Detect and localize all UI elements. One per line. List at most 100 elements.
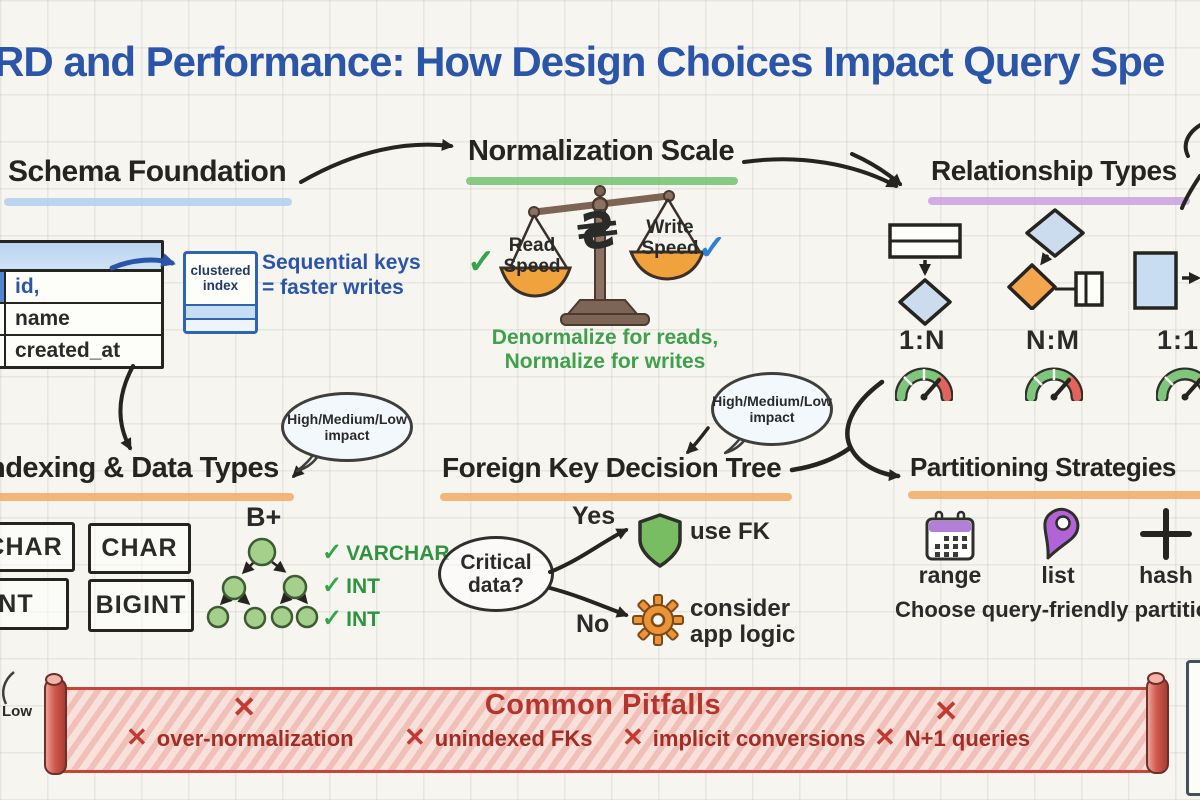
datatype-label: RCHAR — [0, 532, 63, 561]
bubble-line1: High/Medium/Low — [712, 392, 832, 409]
clustered-index-box: clustered index — [183, 251, 258, 334]
pitfall-implicit-conversions: ✕ implicit conversions — [622, 722, 866, 753]
cell-created-at: created_at — [15, 339, 121, 362]
x-icon: ✕ — [232, 692, 257, 724]
datatype-box-bigint: BIGINT — [88, 579, 194, 632]
arrow-normalization-to-relationships — [742, 157, 899, 188]
pitfall-unindexed-fks: ✕ unindexed FKs — [404, 722, 592, 753]
clustered-index-line2: index — [202, 278, 239, 293]
arrow-schema-to-normalization — [299, 138, 454, 184]
check-int-2: ✓INT — [322, 604, 380, 633]
hash-plus-icon — [1140, 508, 1192, 560]
check-label: VARCHAR — [346, 542, 450, 565]
x-icon: ✕ — [874, 722, 896, 752]
underline-foreign-key — [440, 493, 792, 501]
arrow-fk-to-partitioning — [789, 379, 901, 482]
underline-indexing — [0, 493, 294, 501]
datatype-label: BIGINT — [95, 591, 187, 619]
pitfall-label: N+1 queries — [904, 726, 1031, 751]
partitioning-caption: Choose query-friendly partition k — [895, 597, 1200, 622]
range-label: range — [918, 562, 982, 588]
bubble-line2: impact — [324, 427, 370, 443]
table-row-id: id, — [0, 272, 161, 302]
no-label: No — [576, 610, 610, 638]
btree-icon — [206, 537, 319, 630]
heading-partitioning: Partitioning Strategies — [910, 452, 1176, 482]
yes-label: Yes — [572, 502, 616, 530]
question-line2: data? — [467, 574, 524, 597]
x-icon: ✕ — [404, 722, 426, 752]
read-label-line: Read — [508, 235, 556, 256]
bubble-line2: impact — [749, 409, 795, 425]
heading-schema-foundation: Schema Foundation — [8, 155, 287, 188]
calendar-icon — [925, 510, 975, 561]
write-speed-label: Write Speed — [634, 217, 706, 260]
x-icon: ✕ — [126, 722, 148, 752]
check-label: INT — [346, 575, 380, 598]
read-label-line: Speed — [503, 255, 561, 277]
list-label: list — [1041, 562, 1075, 588]
consider-line1: consider — [690, 595, 791, 622]
check-label: INT — [346, 608, 380, 631]
consider-app-logic-label: consider app logic — [690, 595, 796, 649]
hash-label: hash — [1139, 562, 1193, 588]
label-1n: 1:N — [899, 325, 946, 355]
edge-bubble-low-label: Low — [2, 703, 32, 720]
note-line2: = faster writes — [262, 276, 404, 300]
underline-partitioning — [908, 491, 1200, 499]
arrow-id-to-clustered-index — [109, 253, 176, 271]
gauge-icon — [1025, 367, 1083, 401]
cell-id: id, — [15, 275, 40, 298]
pitfall-n-plus-1: ✕ N+1 queries — [874, 722, 1030, 753]
arrow-into-relationships — [850, 152, 903, 186]
pencil-mark-icon — [1180, 122, 1200, 210]
page-title: RD and Performance: How Design Choices I… — [0, 38, 1165, 85]
bubble-line1: High/Medium/Low — [287, 410, 407, 427]
impact-bubble-fk: High/Medium/Low impact — [711, 372, 833, 446]
impact-bubble-indexing: High/Medium/Low impact — [281, 392, 413, 462]
gauge-icon — [895, 367, 953, 401]
balance-scale-icon — [498, 185, 706, 326]
check-icon: ✓ — [322, 572, 343, 599]
label-nm: N:M — [1026, 325, 1080, 355]
label-11: 1:1 — [1157, 325, 1200, 355]
pitfalls-banner — [60, 687, 1152, 773]
check-icon: ✓ — [322, 539, 343, 566]
heading-normalization-scale: Normalization Scale — [468, 135, 735, 167]
check-varchar: ✓VARCHAR — [322, 538, 450, 567]
pitfall-over-normalization: ✕ over-normalization — [126, 722, 354, 753]
read-speed-label: Read Speed — [497, 235, 567, 278]
pin-icon — [1043, 507, 1080, 560]
clustered-index-line1: clustered — [190, 263, 251, 279]
table-row-created-at: created_at — [0, 334, 161, 366]
heading-foreign-key-tree: Foreign Key Decision Tree — [442, 452, 782, 483]
write-label-line: Write — [646, 217, 694, 238]
pitfall-label: unindexed FKs — [434, 726, 593, 751]
row-gutter — [0, 336, 6, 366]
db-table-header — [0, 243, 161, 272]
underline-relationships — [928, 197, 1190, 205]
critical-data-ellipse: Critical data? — [438, 536, 554, 612]
check-write-icon: ✓ — [698, 229, 727, 267]
heading-indexing-data-types: ndexing & Data Types — [0, 452, 279, 484]
index-band — [186, 318, 255, 331]
one-to-many-diagram — [888, 223, 962, 326]
use-fk-label: use FK — [690, 518, 771, 545]
caption-line1: Denormalize for reads, — [491, 326, 719, 349]
check-read-icon: ✓ — [467, 243, 496, 281]
many-to-many-diagram — [1007, 208, 1104, 310]
cell-name: name — [15, 307, 70, 330]
datatype-label: CHAR — [101, 534, 178, 562]
question-line1: Critical — [460, 550, 532, 574]
check-icon: ✓ — [322, 605, 343, 632]
x-icon: ✕ — [622, 722, 644, 752]
datatype-box-int: INT — [0, 578, 69, 630]
gauge-icon — [1156, 367, 1200, 401]
datatype-box-varchar: RCHAR — [0, 522, 75, 572]
underline-schema — [4, 198, 292, 206]
arrow-table-to-indexing — [118, 364, 135, 451]
consider-line2: app logic — [690, 621, 796, 649]
x-icon: ✕ — [934, 696, 959, 728]
banner-roll-left — [44, 673, 67, 775]
